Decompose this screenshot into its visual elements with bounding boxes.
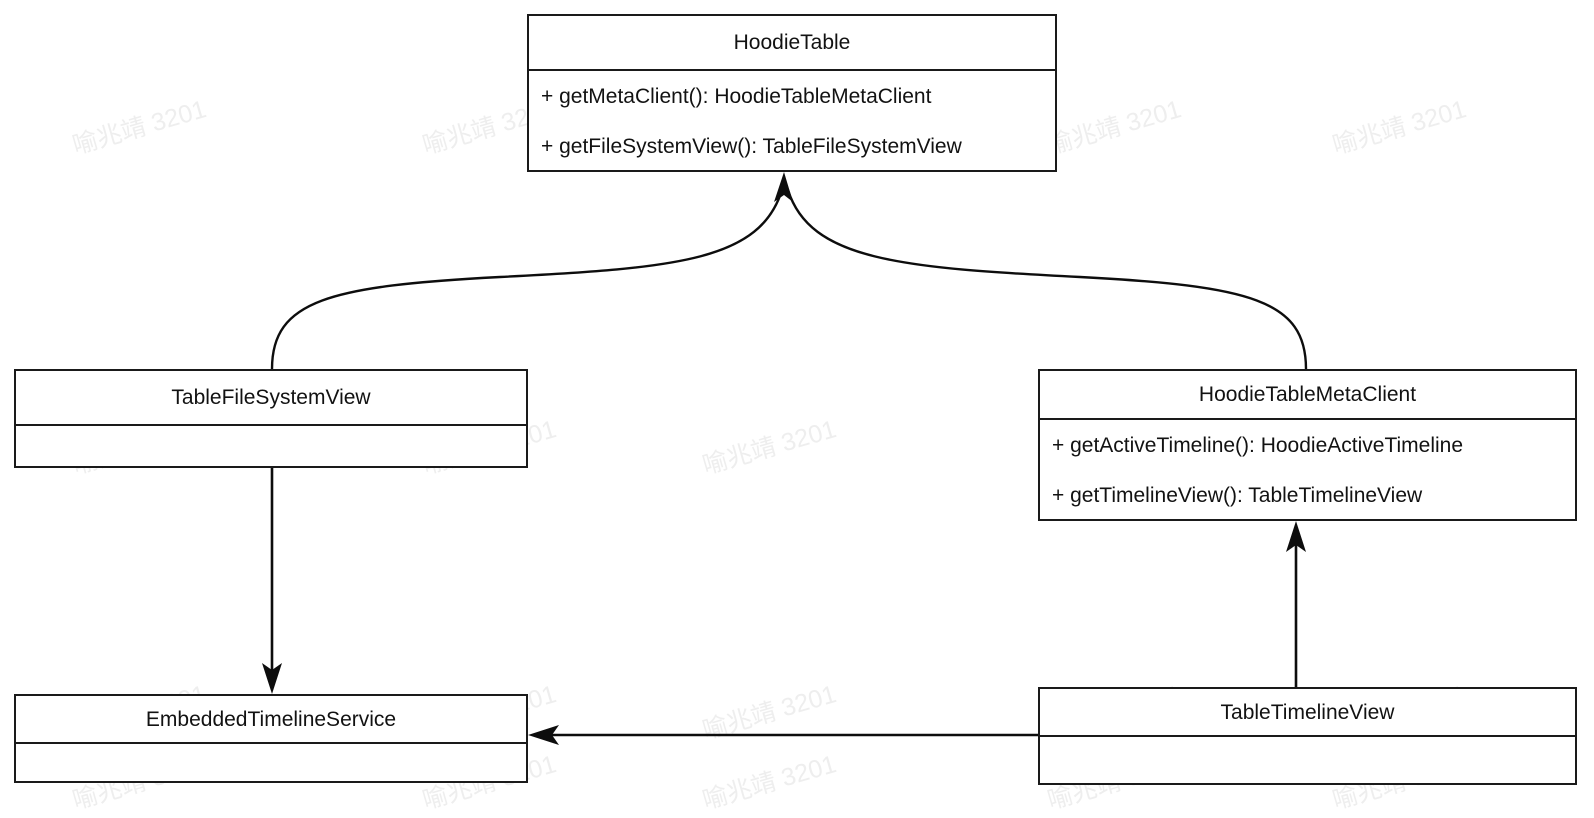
class-box-hoodie-table-meta-client[interactable]: HoodieTableMetaClient + getActiveTimelin… [1038,369,1577,521]
class-box-embedded-timeline-service[interactable]: EmbeddedTimelineService [14,694,528,783]
class-members-table-timeline-view [1040,737,1575,785]
class-members-hoodie-table: + getMetaClient(): HoodieTableMetaClient… [529,71,1055,172]
class-box-hoodie-table[interactable]: HoodieTable + getMetaClient(): HoodieTab… [527,14,1057,172]
watermark-text: 喻兆靖 3201 [699,680,840,745]
class-member: + getFileSystemView(): TableFileSystemVi… [541,135,962,159]
class-box-table-file-system-view[interactable]: TableFileSystemView [14,369,528,468]
watermark-text: 喻兆靖 3201 [699,415,840,480]
class-members-table-file-system-view [16,426,526,468]
watermark-text: 喻兆靖 3201 [69,95,210,160]
class-name-table-timeline-view: TableTimelineView [1040,689,1575,737]
class-name-embedded-timeline-service: EmbeddedTimelineService [16,696,526,744]
class-box-table-timeline-view[interactable]: TableTimelineView [1038,687,1577,785]
class-member: + getActiveTimeline(): HoodieActiveTimel… [1052,433,1464,457]
class-member: + getMetaClient(): HoodieTableMetaClient [541,84,932,108]
class-members-embedded-timeline-service [16,744,526,783]
watermark-text: 喻兆靖 3201 [699,750,840,815]
watermark-text: 喻兆靖 3201 [1329,95,1470,160]
class-name-hoodie-table: HoodieTable [529,16,1055,71]
class-members-hoodie-table-meta-client: + getActiveTimeline(): HoodieActiveTimel… [1040,420,1575,521]
class-name-hoodie-table-meta-client: HoodieTableMetaClient [1040,371,1575,420]
watermark-text: 喻兆靖 3201 [1044,95,1185,160]
class-member: + getTimelineView(): TableTimelineView [1052,484,1423,508]
class-name-table-file-system-view: TableFileSystemView [16,371,526,426]
